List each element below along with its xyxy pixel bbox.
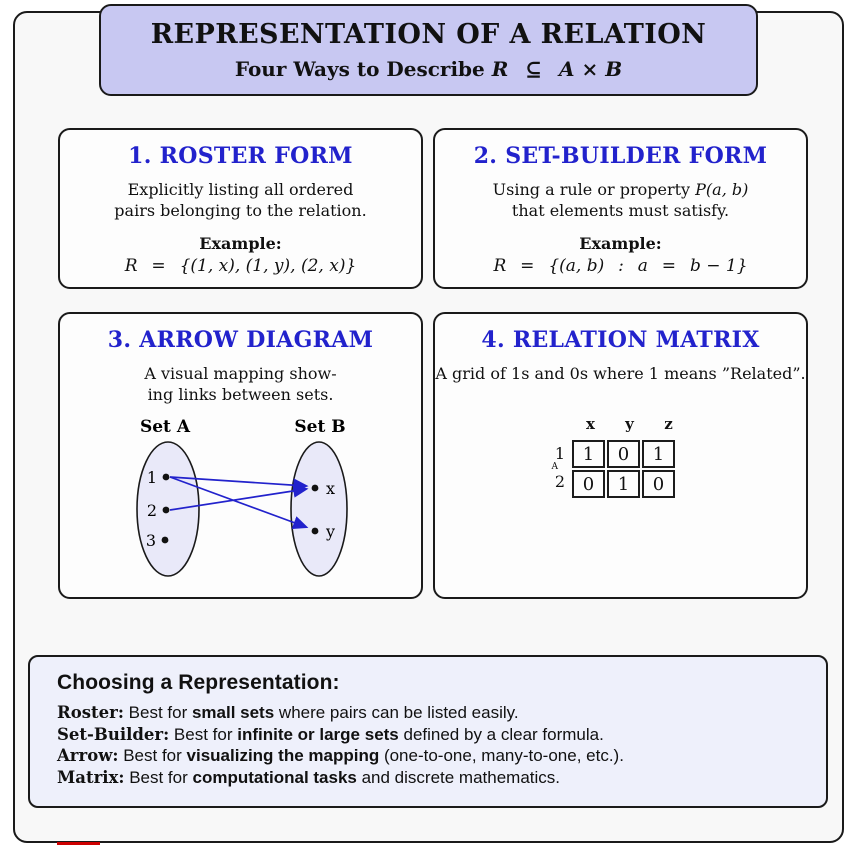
element-1-label: 1 xyxy=(147,468,157,487)
card-arrow-title: 3. ARROW DIAGRAM xyxy=(107,327,374,353)
tip-set-builder: Set-Builder: Best for infinite or large … xyxy=(57,724,604,744)
matrix-cell-1x: 1 xyxy=(572,440,605,468)
matrix-cell-2x: 0 xyxy=(572,470,605,498)
tip-set-builder-label: Set-Builder: xyxy=(57,724,170,744)
tip-roster: Roster: Best for small sets where pairs … xyxy=(57,703,519,722)
dot-element-x xyxy=(311,484,319,492)
arrow-diagram-figure: Set A Set B 1 2 3 x y xyxy=(136,417,348,577)
matrix-grid: 1 0 1 0 1 0 xyxy=(572,440,675,498)
roster-example-label: Example: xyxy=(199,234,282,253)
tips-title: Choosing a Representation: xyxy=(57,671,340,694)
card-roster-description: Explicitly listing all ordered pairs belo… xyxy=(60,179,421,221)
arrow-1-to-x xyxy=(169,476,309,492)
matrix-row-2: 2 xyxy=(554,472,565,491)
matrix-row-headers: 1 A 2 xyxy=(539,440,566,491)
arrow-1-to-y xyxy=(169,476,309,529)
subtitle-math: R ⊆ A × B xyxy=(491,57,623,81)
tip-arrow-label: Arrow: xyxy=(57,746,119,765)
tip-set-builder-bold: infinite or large sets xyxy=(237,724,399,744)
relation-matrix-figure: x y z 1 A 2 1 0 1 0 1 0 xyxy=(435,314,806,597)
matrix-axis-label: A xyxy=(551,462,559,472)
tip-roster-label: Roster: xyxy=(57,703,124,722)
set-builder-desc-line2: that elements must satisfy. xyxy=(511,201,730,220)
tip-matrix-bold: computational tasks xyxy=(192,767,357,787)
choosing-representation-panel: Choosing a Representation: Roster: Best … xyxy=(28,655,828,808)
header-banner: REPRESENTATION OF A RELATION Four Ways t… xyxy=(99,4,758,96)
subtitle-text: Four Ways to Describe xyxy=(234,57,492,81)
tip-arrow: Arrow: Best for visualizing the mapping … xyxy=(57,746,624,765)
roster-desc-line2: pairs belonging to the relation. xyxy=(114,201,367,220)
set-b-label: Set B xyxy=(294,417,345,437)
dot-element-1 xyxy=(162,473,170,481)
element-2-label: 2 xyxy=(147,501,157,520)
set-builder-desc-pre: Using a rule or property xyxy=(492,180,696,199)
set-b-ellipse xyxy=(290,441,348,577)
tip-matrix: Matrix: Best for computational tasks and… xyxy=(57,767,561,787)
card-set-builder-title: 2. SET-BUILDER FORM xyxy=(473,143,768,169)
arrow-2-to-x xyxy=(169,484,309,511)
matrix-cell-1z: 1 xyxy=(642,440,675,468)
set-builder-example-label: Example: xyxy=(579,234,662,253)
element-3-label: 3 xyxy=(146,531,156,550)
matrix-col-y: y xyxy=(625,415,634,433)
matrix-row-1: 1 xyxy=(554,444,565,463)
tip-arrow-bold: visualizing the mapping xyxy=(186,746,380,765)
roster-example-formula: R = {(1, x), (1, y), (2, x)} xyxy=(124,256,357,276)
matrix-cell-2z: 0 xyxy=(642,470,675,498)
set-a-label: Set A xyxy=(140,417,191,437)
card-set-builder-form: 2. SET-BUILDER FORM Using a rule or prop… xyxy=(433,128,808,289)
matrix-column-headers: x y z xyxy=(572,415,687,433)
card-set-builder-description: Using a rule or property P(a, b) that ele… xyxy=(435,179,806,221)
arrow-desc-line2: ing links between sets. xyxy=(147,385,334,404)
element-y-label: y xyxy=(325,522,335,541)
matrix-col-x: x xyxy=(586,415,595,433)
arrow-desc-line1: A visual mapping show- xyxy=(144,364,337,383)
card-roster-form: 1. ROSTER FORM Explicitly listing all or… xyxy=(58,128,423,289)
matrix-cell-1y: 0 xyxy=(607,440,640,468)
card-arrow-diagram: 3. ARROW DIAGRAM A visual mapping show-i… xyxy=(58,312,423,599)
page-subtitle: Four Ways to Describe R ⊆ A × B xyxy=(235,57,622,81)
card-matrix-description: A grid of 1s and 0s where 1 means ”Relat… xyxy=(435,364,806,383)
set-builder-desc-math: P(a, b) xyxy=(695,180,749,199)
dot-element-3 xyxy=(161,536,169,544)
matrix-cell-2y: 1 xyxy=(607,470,640,498)
matrix-col-z: z xyxy=(664,415,673,433)
element-x-label: x xyxy=(326,479,335,498)
card-roster-title: 1. ROSTER FORM xyxy=(128,143,353,169)
dot-element-y xyxy=(311,527,319,535)
card-relation-matrix: 4. RELATION MATRIX A grid of 1s and 0s w… xyxy=(433,312,808,599)
set-builder-example-formula: R = {(a, b) : a = b − 1} xyxy=(493,256,748,276)
roster-desc-line1: Explicitly listing all ordered xyxy=(127,180,354,199)
tip-roster-bold: small sets xyxy=(191,703,275,722)
page-title: REPRESENTATION OF A RELATION xyxy=(150,19,707,50)
card-matrix-title: 4. RELATION MATRIX xyxy=(481,327,760,353)
dot-element-2 xyxy=(162,506,170,514)
tip-matrix-label: Matrix: xyxy=(57,767,125,787)
card-arrow-description: A visual mapping show-ing links between … xyxy=(60,363,421,405)
red-artifact-line xyxy=(57,842,100,845)
